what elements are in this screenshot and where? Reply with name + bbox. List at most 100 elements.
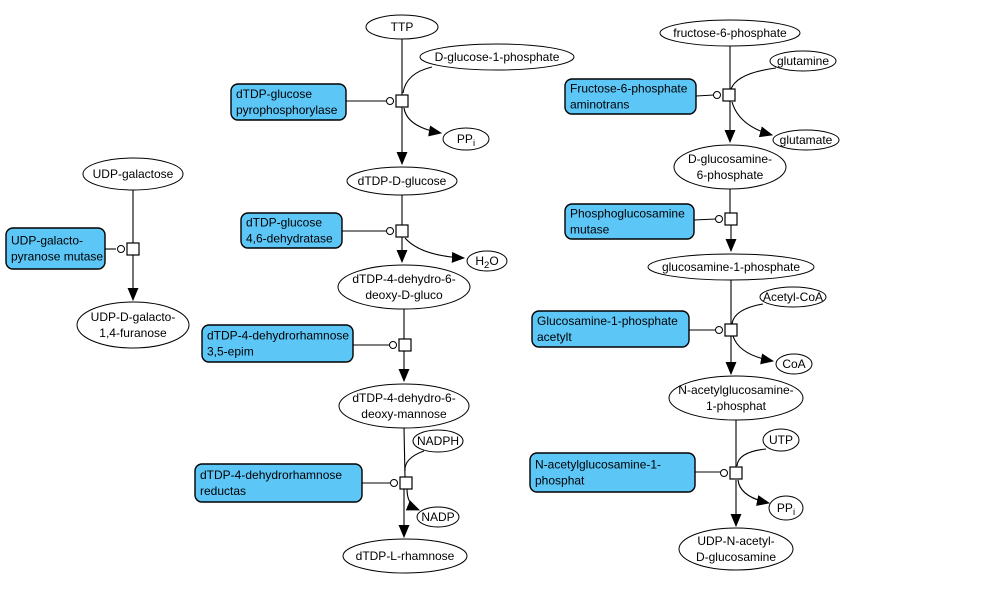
enzyme-port-circle-icon xyxy=(720,469,728,477)
enzyme-port-circle-icon xyxy=(386,227,394,235)
metabolite-ellipse xyxy=(678,527,794,571)
node-label: PPi xyxy=(457,132,475,149)
metabolite-n-acetylglucosamine-1-phosphat[interactable]: N-acetylglucosamine-1-phosphat xyxy=(668,375,804,421)
metabolite-dtdp-4-dehydro-6-deoxy-d-gluco[interactable]: dTDP-4-dehydro-6-deoxy-D-gluco xyxy=(337,264,471,310)
metabolite-d-glucose-1-phosphate[interactable]: D-glucose-1-phosphate xyxy=(419,43,575,71)
metabolite-ellipse xyxy=(466,250,508,272)
metabolite-acetyl-coa[interactable]: Acetyl-CoA xyxy=(759,286,827,308)
reaction-node-r8-acetyltransferase[interactable] xyxy=(715,323,738,337)
node-label: glutamine xyxy=(777,54,829,68)
metabolite-ellipse xyxy=(442,127,490,151)
metabolite-ellipse xyxy=(772,129,840,151)
edge-substrate-glutamine--r6 xyxy=(730,67,777,90)
metabolite-ellipse xyxy=(338,383,470,429)
enzyme-box xyxy=(201,324,354,363)
metabolite-ellipse xyxy=(346,166,458,196)
reaction-square-icon xyxy=(395,94,409,108)
reaction-square-icon xyxy=(724,323,738,337)
edge-product-r8--coa xyxy=(732,335,775,365)
reaction-node-r4-epimerase[interactable] xyxy=(389,338,412,352)
edge-product-r3--h2o xyxy=(404,237,466,263)
metabolite-glucosamine-1-phosphate[interactable]: glucosamine-1-phosphate xyxy=(647,253,815,281)
enzyme-port-circle-icon xyxy=(713,91,721,99)
metabolite-ellipse xyxy=(419,43,575,71)
edge-product-r9--ppi-right xyxy=(737,479,771,506)
enzyme-n-acetylglucosamine-1-phosphat-transferase[interactable]: N-acetylglucosamine-1-phosphat xyxy=(529,452,696,493)
node-label: fructose-6-phosphate xyxy=(673,26,787,40)
edge-substrate-utp--r9 xyxy=(736,448,767,467)
metabolite-ellipse xyxy=(82,157,184,191)
metabolite-ttp[interactable]: TTP xyxy=(365,14,439,40)
node-label: D-glucose-1-phosphate xyxy=(435,50,560,64)
metabolite-ellipse xyxy=(659,19,801,47)
metabolite-ppi-right[interactable]: PPi xyxy=(768,495,804,521)
reaction-node-r1-udp-galactose-mutase[interactable] xyxy=(117,242,140,256)
node-label: UDP-N-acetyl-D-glucosamine xyxy=(696,534,776,564)
node-label: N-acetylglucosamine-1-phosphat xyxy=(678,383,793,413)
node-label: UDP-galacto-pyranose mutase xyxy=(11,234,103,264)
metabolite-dtdp-l-rhamnose[interactable]: dTDP-L-rhamnose xyxy=(342,538,468,574)
reaction-square-icon xyxy=(722,88,736,102)
node-label: dTDP-L-rhamnose xyxy=(356,549,455,563)
reaction-node-r5-reductase[interactable] xyxy=(390,476,413,490)
reaction-node-r7-phosphoglucosamine-mutase[interactable] xyxy=(715,212,738,226)
node-label: dTDP-4-dehydro-6-deoxy-mannose xyxy=(352,391,455,421)
node-label: glucosamine-1-phosphate xyxy=(662,260,800,274)
enzyme-box xyxy=(531,310,690,348)
reaction-node-r3-dehydratase[interactable] xyxy=(386,224,409,238)
reaction-square-icon xyxy=(399,476,413,490)
reaction-square-icon xyxy=(724,212,738,226)
metabolite-ellipse xyxy=(768,495,804,521)
metabolite-h2o[interactable]: H2O xyxy=(466,250,508,272)
node-label: PPi xyxy=(777,501,795,518)
metabolite-ellipse xyxy=(412,429,464,453)
reaction-node-r9-uridylyltransferase[interactable] xyxy=(720,466,743,480)
edge-substrate-d-glucose-1-phosphate--r2 xyxy=(402,66,433,94)
enzyme-port-circle-icon xyxy=(386,97,394,105)
enzyme-port-circle-icon xyxy=(715,215,723,223)
node-label: NADP xyxy=(421,510,454,524)
edge-substrate-acetyl-coa--r8 xyxy=(731,303,764,325)
metabolite-coa[interactable]: CoA xyxy=(775,353,813,375)
node-label: UTP xyxy=(769,433,793,447)
reaction-node-r6-aminotransferase[interactable] xyxy=(713,88,736,102)
node-label: UDP-galactose xyxy=(93,167,174,181)
metabolite-nadp[interactable]: NADP xyxy=(416,506,460,528)
metabolite-dtdp-d-glucose[interactable]: dTDP-D-glucose xyxy=(346,166,458,196)
metabolite-ellipse xyxy=(769,50,837,72)
metabolite-udp-galactose[interactable]: UDP-galactose xyxy=(82,157,184,191)
edge-product-r2--ppi-middle xyxy=(403,107,443,137)
metabolite-utp[interactable]: UTP xyxy=(762,428,800,452)
metabolite-glutamate[interactable]: glutamate xyxy=(772,129,840,151)
enzyme-udp-galacto-pyranose-mutase[interactable]: UDP-galacto-pyranose mutase xyxy=(5,227,106,270)
metabolite-ellipse xyxy=(647,253,815,281)
metabolite-nadph[interactable]: NADPH xyxy=(412,429,464,453)
metabolite-fructose-6-phosphate[interactable]: fructose-6-phosphate xyxy=(659,19,801,47)
edges-layer xyxy=(105,39,777,539)
metabolite-udp-d-galacto-14-furanose[interactable]: UDP-D-galacto-1,4-furanose xyxy=(76,301,190,349)
metabolite-ppi-middle[interactable]: PPi xyxy=(442,127,490,151)
metabolite-udp-n-acetyl-d-glucosamine[interactable]: UDP-N-acetyl-D-glucosamine xyxy=(678,527,794,571)
metabolite-ellipse xyxy=(365,14,439,40)
reaction-node-r2-glucose-1p-thymidylyl[interactable] xyxy=(386,94,409,108)
metabolite-d-glucosamine-6-phosphate[interactable]: D-glucosamine-6-phosphate xyxy=(673,144,787,190)
metabolite-glutamine[interactable]: glutamine xyxy=(769,50,837,72)
reactions-layer xyxy=(117,88,743,490)
enzyme-port-circle-icon xyxy=(715,326,723,334)
metabolite-dtdp-4-dehydro-6-deoxy-mannose[interactable]: dTDP-4-dehydro-6-deoxy-mannose xyxy=(338,383,470,429)
metabolite-ellipse xyxy=(673,144,787,190)
